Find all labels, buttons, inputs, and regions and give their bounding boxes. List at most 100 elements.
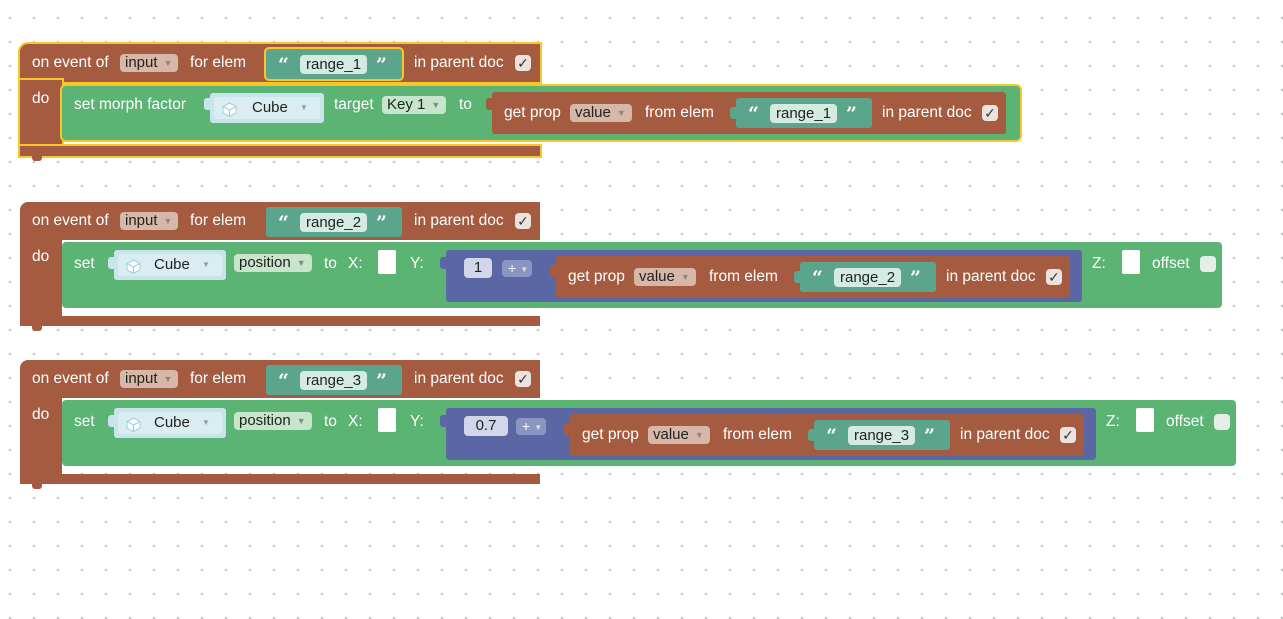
z-label: Z: — [1092, 255, 1106, 272]
event-footer — [20, 474, 540, 484]
number-field[interactable]: 0.7 — [464, 416, 508, 436]
close-quote-icon: ” — [924, 425, 935, 447]
to-label: to — [324, 255, 337, 272]
set-label: set — [74, 255, 95, 272]
element-name-field[interactable]: range_2 — [300, 213, 368, 232]
object-block[interactable]: Cube ▼ — [210, 93, 324, 123]
element-text-block[interactable]: “ range_3 ” — [814, 420, 950, 450]
prop-dropdown[interactable]: value▼ — [648, 426, 710, 444]
event-footer — [20, 316, 540, 326]
x-label: X: — [348, 413, 363, 430]
to-label: to — [459, 96, 472, 113]
element-name-field[interactable]: range_3 — [848, 426, 916, 445]
set-position-block[interactable]: set Cube ▼ position▼ to X: Y: 0.7 +▼ get… — [62, 400, 1236, 466]
y-label: Y: — [410, 413, 424, 430]
chevron-down-icon: ▼ — [202, 260, 210, 269]
close-quote-icon: ” — [376, 370, 387, 392]
set-morph-factor-block[interactable]: set morph factor Cube ▼ target Key 1▼ to… — [62, 86, 1020, 140]
do-label: do — [32, 406, 50, 423]
in-parent-doc-checkbox[interactable]: ✓ — [982, 105, 998, 121]
open-quote-icon: “ — [278, 212, 289, 234]
x-input-socket[interactable] — [378, 408, 396, 432]
object-block[interactable]: Cube ▼ — [114, 408, 226, 438]
number-field[interactable]: 1 — [464, 258, 492, 278]
close-quote-icon: ” — [376, 212, 387, 234]
math-arithmetic-block[interactable]: 1 +▼ get prop value▼ from elem “ range_2… — [446, 250, 1082, 302]
offset-checkbox[interactable] — [1214, 414, 1230, 430]
x-input-socket[interactable] — [378, 250, 396, 274]
in-parent-doc-checkbox[interactable]: ✓ — [1046, 269, 1062, 285]
object-name: Cube — [154, 414, 190, 431]
in-parent-doc-checkbox[interactable]: ✓ — [515, 371, 531, 387]
event-next-notch — [32, 156, 42, 161]
for-elem-label: for elem — [190, 54, 246, 71]
event-footer — [20, 146, 540, 156]
in-parent-doc-checkbox[interactable]: ✓ — [515, 55, 531, 71]
element-name-field[interactable]: range_2 — [834, 268, 902, 287]
event-dropdown[interactable]: input▼ — [120, 54, 179, 72]
open-quote-icon: “ — [826, 425, 837, 447]
property-dropdown[interactable]: position▼ — [234, 254, 312, 272]
prop-dropdown[interactable]: value▼ — [570, 104, 632, 122]
element-name-field[interactable]: range_3 — [300, 371, 368, 390]
cube-icon — [126, 259, 141, 274]
on-event-label: on event of — [32, 370, 109, 387]
get-prop-block[interactable]: get prop value▼ from elem “ range_1 ” in… — [492, 92, 1006, 134]
operator-dropdown[interactable]: +▼ — [502, 260, 533, 277]
y-label: Y: — [410, 255, 424, 272]
cube-icon — [222, 102, 237, 117]
set-morph-label: set morph factor — [74, 96, 186, 113]
element-name-field[interactable]: range_1 — [770, 104, 838, 123]
from-elem-label: from elem — [723, 426, 792, 443]
on-event-label: on event of — [32, 54, 109, 71]
z-input-socket[interactable] — [1136, 408, 1154, 432]
in-parent-doc-label: in parent doc — [960, 426, 1050, 443]
property-dropdown[interactable]: position▼ — [234, 412, 312, 430]
get-prop-label: get prop — [568, 268, 625, 285]
close-quote-icon: ” — [846, 103, 857, 125]
in-parent-doc-label: in parent doc — [414, 370, 504, 387]
in-parent-doc-checkbox[interactable]: ✓ — [515, 213, 531, 229]
cube-icon — [126, 417, 141, 432]
element-text-block[interactable]: “ range_1 ” — [266, 49, 402, 79]
for-elem-label: for elem — [190, 370, 246, 387]
in-parent-doc-label: in parent doc — [882, 104, 972, 121]
event-do-arm — [20, 80, 62, 156]
event-dropdown[interactable]: input▼ — [120, 212, 179, 230]
event-dropdown[interactable]: input▼ — [120, 370, 179, 388]
chevron-down-icon: ▼ — [300, 103, 308, 112]
object-block[interactable]: Cube ▼ — [114, 250, 226, 280]
element-text-block[interactable]: “ range_2 ” — [266, 207, 402, 237]
from-elem-label: from elem — [645, 104, 714, 121]
in-parent-doc-label: in parent doc — [946, 268, 1036, 285]
z-input-socket[interactable] — [1122, 250, 1140, 274]
open-quote-icon: “ — [278, 54, 289, 76]
z-label: Z: — [1106, 413, 1120, 430]
get-prop-block[interactable]: get prop value▼ from elem “ range_2 ” in… — [556, 256, 1070, 298]
event-next-notch — [32, 326, 42, 331]
open-quote-icon: “ — [812, 267, 823, 289]
to-label: to — [324, 413, 337, 430]
prop-dropdown[interactable]: value▼ — [634, 268, 696, 286]
open-quote-icon: “ — [278, 370, 289, 392]
element-text-block[interactable]: “ range_2 ” — [800, 262, 936, 292]
do-label: do — [32, 248, 50, 265]
object-name: Cube — [154, 256, 190, 273]
offset-label: offset — [1166, 413, 1204, 430]
element-name-field[interactable]: range_1 — [300, 55, 368, 74]
in-parent-doc-checkbox[interactable]: ✓ — [1060, 427, 1076, 443]
target-dropdown[interactable]: Key 1▼ — [382, 96, 447, 114]
set-position-block[interactable]: set Cube ▼ position▼ to X: Y: 1 +▼ get p… — [62, 242, 1222, 308]
element-text-block[interactable]: “ range_1 ” — [736, 98, 872, 128]
offset-checkbox[interactable] — [1200, 256, 1216, 272]
on-event-label: on event of — [32, 212, 109, 229]
target-label: target — [334, 96, 374, 113]
event-next-notch — [32, 484, 42, 489]
x-label: X: — [348, 255, 363, 272]
math-arithmetic-block[interactable]: 0.7 +▼ get prop value▼ from elem “ range… — [446, 408, 1096, 460]
get-prop-block[interactable]: get prop value▼ from elem “ range_3 ” in… — [570, 414, 1084, 456]
operator-dropdown[interactable]: +▼ — [516, 418, 547, 435]
in-parent-doc-label: in parent doc — [414, 212, 504, 229]
in-parent-doc-label: in parent doc — [414, 54, 504, 71]
element-text-block[interactable]: “ range_3 ” — [266, 365, 402, 395]
